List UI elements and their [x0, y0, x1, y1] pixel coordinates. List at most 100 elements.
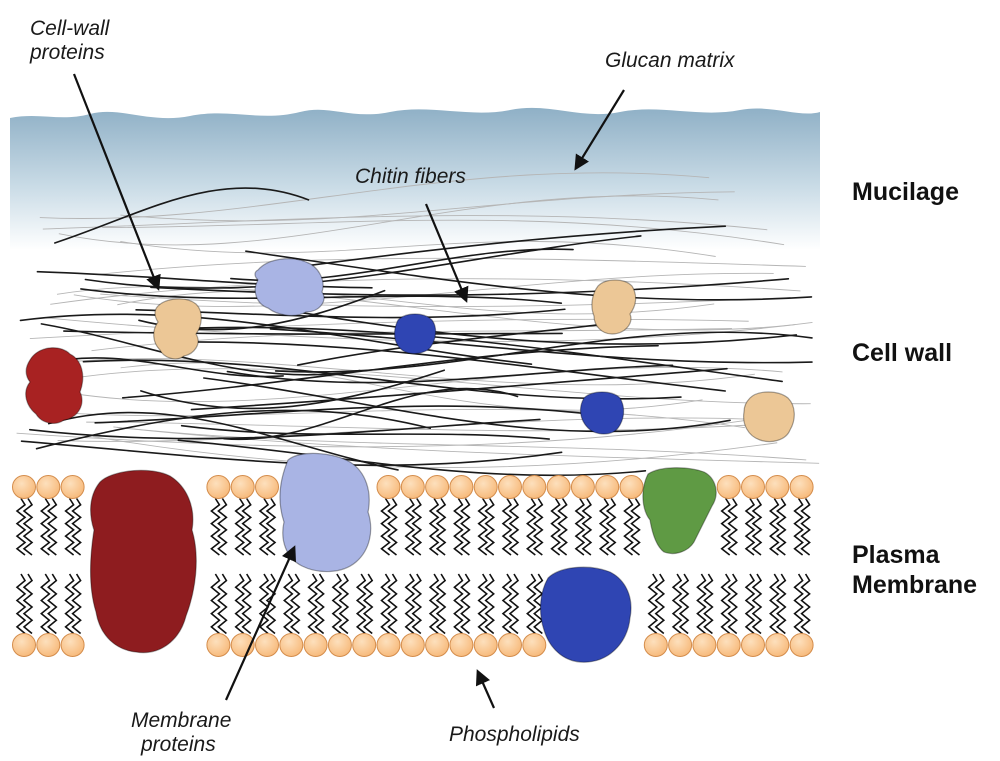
chitin-fiber	[159, 326, 783, 383]
label-cell-wall-proteins-line2: proteins	[30, 41, 105, 64]
lipid-tail	[314, 573, 325, 635]
label-phospholipids: Phospholipids	[449, 723, 580, 746]
membrane-protein-dark-red	[89, 469, 197, 654]
lipid-tail	[477, 498, 488, 556]
label-membrane-proteins-line1: Membrane	[131, 709, 232, 732]
chitin-fiber	[150, 277, 790, 296]
label-membrane-proteins-line2: proteins	[141, 733, 216, 756]
lipid-tail	[338, 573, 350, 635]
lipid-tail	[800, 498, 811, 556]
lipid-head	[255, 475, 279, 499]
glucan-strand	[120, 241, 716, 257]
lipid-head	[741, 633, 765, 657]
membrane-protein-green	[642, 467, 717, 555]
chitin-fiber	[245, 250, 813, 301]
glucan-strand	[42, 215, 768, 231]
lipid-tail	[331, 573, 343, 635]
lipid-tail	[508, 573, 520, 635]
lipid-tail	[751, 498, 763, 556]
lipid-tail	[744, 573, 756, 635]
annotation-arrows	[72, 73, 625, 709]
glucan-strand	[120, 191, 735, 222]
lipid-tail	[598, 498, 610, 556]
lipid-head	[741, 475, 765, 499]
lipid-tail	[720, 573, 731, 635]
lipid-tail	[605, 498, 617, 556]
lipid-head	[570, 475, 595, 499]
arrow-membrane-proteins	[224, 545, 296, 701]
label-chitin-fibers: Chitin fibers	[355, 165, 466, 188]
lipid-tail	[800, 573, 811, 635]
cell-wall-protein-tan-far-right	[743, 391, 795, 443]
lipid-tail	[720, 498, 731, 556]
lipid-tail	[654, 573, 666, 635]
layer-label-mucilage: Mucilage	[852, 178, 959, 206]
lipid-head	[473, 633, 498, 657]
glucan-strand	[102, 219, 785, 246]
lipid-tail	[234, 498, 245, 556]
lipid-tail	[453, 573, 464, 635]
lipid-tail	[15, 573, 27, 635]
lipid-head	[716, 475, 741, 499]
glucan-strand	[113, 426, 820, 464]
glucan-strand	[68, 366, 783, 403]
lipid-tail	[210, 498, 221, 556]
chitin-fiber	[84, 235, 642, 289]
lipid-tail	[404, 573, 416, 635]
lipid-tail	[751, 573, 763, 635]
chitin-fiber	[269, 328, 813, 364]
lipid-head	[206, 475, 231, 499]
chitin-fiber	[226, 364, 674, 384]
lipid-tail	[210, 573, 221, 635]
layer-label-cell-wall: Cell wall	[852, 339, 953, 367]
lipid-head	[595, 475, 620, 499]
lipid-tail	[15, 498, 27, 556]
lipid-tail	[574, 498, 586, 556]
lipid-head	[449, 633, 474, 657]
chitin-fiber	[53, 187, 310, 244]
layer-label-plasma-membrane-line2: Membrane	[852, 571, 978, 599]
cell-wall-protein-red	[25, 347, 84, 424]
membrane-proteins	[89, 452, 717, 663]
lipid-tail	[435, 573, 447, 635]
lipid-tail	[241, 573, 252, 635]
lipid-tail	[64, 573, 75, 635]
chitin-fiber	[203, 377, 731, 433]
cell-wall-proteins	[25, 258, 795, 443]
glucan-strand	[50, 278, 801, 305]
lipid-tail	[217, 498, 228, 556]
lipid-head	[498, 475, 522, 499]
lipid-head	[765, 475, 790, 499]
label-cell-wall-proteins: Cell-wall proteins	[30, 17, 109, 65]
lipid-tail	[678, 573, 690, 635]
lipid-tail	[71, 498, 82, 556]
lipid-tail	[727, 573, 738, 635]
chitin-fiber	[94, 405, 605, 424]
lipid-head	[789, 475, 814, 499]
lipid-tail	[793, 498, 804, 556]
chitin-fiber	[296, 323, 600, 366]
lipid-head	[619, 475, 644, 499]
lipid-tail	[258, 498, 270, 556]
lipid-tail	[258, 573, 270, 635]
lipid-head	[206, 633, 231, 657]
lipid-head	[716, 633, 741, 657]
label-glucan-matrix: Glucan matrix	[605, 49, 735, 72]
lipid-head	[789, 633, 814, 657]
chitin-fiber	[121, 344, 659, 399]
label-cell-wall-proteins-line1: Cell-wall	[30, 17, 110, 40]
lipid-tail	[411, 498, 423, 556]
lipid-head	[765, 633, 790, 657]
lipid-tail	[234, 573, 245, 635]
lipid-tail	[508, 498, 520, 556]
lipid-head	[327, 633, 352, 657]
lipid-head	[522, 475, 547, 499]
lipid-head	[376, 633, 401, 657]
glucan-strand	[116, 426, 807, 461]
lipid-head	[60, 475, 85, 499]
lipid-tail	[526, 498, 537, 556]
lipid-tail	[355, 573, 367, 635]
lipid-head	[522, 633, 547, 657]
lipid-head	[692, 633, 717, 657]
lipid-head	[230, 475, 255, 499]
